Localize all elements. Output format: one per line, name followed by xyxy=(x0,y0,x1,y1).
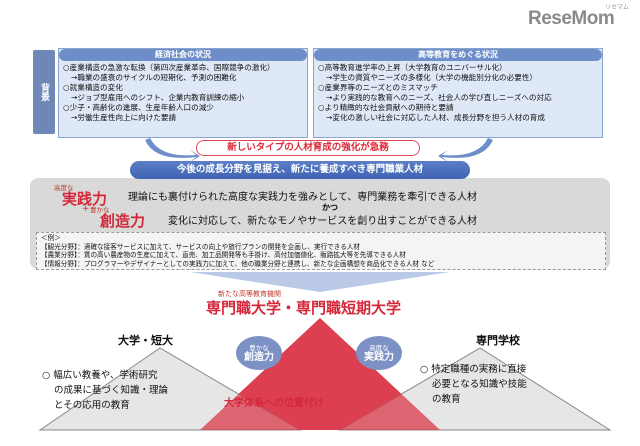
creative-oval: 豊かな創造力 xyxy=(236,336,282,370)
univ-line: とその応用の教育 xyxy=(54,400,130,411)
resemom-logo: ReseMom xyxy=(528,8,615,29)
ability-small-label: 高度な xyxy=(54,184,74,192)
economic-situation-panel: 経済社会の状況 ○産業構造の急激な転換（第四次産業革命、国際競争の激化）→職業の… xyxy=(58,48,308,138)
economic-list: ○産業構造の急激な転換（第四次産業革命、国際競争の激化）→職業の盛衰のサイクルの… xyxy=(59,63,307,123)
left-curve-arrow xyxy=(145,138,200,162)
right-curve-arrow xyxy=(438,138,493,162)
example-line: 【情報分野】：プログラマーやデザイナーとしての実践力に加えて、他の職業分野と連携… xyxy=(41,259,435,268)
list-item: ○産業構造の急激な転換（第四次産業革命、国際競争の激化）→職業の盛衰のサイクルの… xyxy=(63,63,275,82)
down-arrow xyxy=(190,272,450,292)
list-item: ○就業構造の変化→ジョブ型雇用へのシフト、企業内教育訓練の縮小 xyxy=(63,83,245,102)
ability-small-label: 豊かな xyxy=(90,206,110,214)
univ-title: 大学・短大 xyxy=(118,334,173,347)
senmon-description: ○ 特定職種の実務に直接 必要となる知識や技能 の教育 xyxy=(420,362,527,407)
ability-creative-text: 変化に対応して、新たなモノやサービスを創り出すことができる人材 xyxy=(168,216,477,227)
example-line: 【観光分野】：適確な接客サービスに加えて、サービスの向上や旅行プランの開発を企画… xyxy=(41,242,360,251)
practical-oval: 高度な実践力 xyxy=(356,336,402,370)
resemom-logo-sub: リセマム xyxy=(605,4,630,11)
higher-education-panel-title: 高等教育をめぐる状況 xyxy=(314,49,602,61)
list-item: ○産業界等のニーズとのミスマッチ→より実践的な教育へのニーズ、社会人の学び直しニ… xyxy=(318,83,552,102)
list-item: ○より精緻的な社会貢献への期待と要請→変化の激しい社会に対応した人材、成長分野を… xyxy=(318,103,545,122)
senmon-line: ○ 特定職種の実務に直接 xyxy=(420,364,527,375)
ability-practical: 実践力 xyxy=(62,190,108,208)
higher-education-panel: 高等教育をめぐる状況 ○高等教育進学率の上昇（大学教育のユニバーサル化）→学生の… xyxy=(313,48,603,138)
univ-line: ○ 幅広い教養や、学術研究 xyxy=(42,370,158,381)
examples-header: ＜例＞ xyxy=(41,234,61,242)
ability-practical-text: 理論にも裏付けられた高度な実践力を強みとして、専門業務を牽引できる人材 xyxy=(128,192,477,203)
kai-label: かつ xyxy=(322,203,338,212)
higher-education-list: ○高等教育進学率の上昇（大学教育のユニバーサル化）→学生の資質やニーズの多様化（… xyxy=(314,63,602,123)
ability-creative: 創造力 xyxy=(100,212,146,230)
background-label: 背景 xyxy=(33,50,55,134)
senmon-line: の教育 xyxy=(432,394,461,405)
economic-panel-title: 経済社会の状況 xyxy=(59,49,307,61)
examples-box: ＜例＞ 【観光分野】：適確な接客サービスに加えて、サービスの向上や旅行プランの開… xyxy=(36,232,606,270)
univ-description: ○ 幅広い教養や、学術研究 の成果に基づく知識・理論 とその応用の教育 xyxy=(42,368,168,413)
center-triangle-front xyxy=(200,318,440,430)
plus-sign: + xyxy=(82,204,90,214)
bottom-label: 大学体系への位置付け xyxy=(224,398,324,409)
senmon-line: 必要となる知識や技能 xyxy=(432,379,527,390)
example-line: 【農業分野】：質の高い農産物の生産に加えて、直売、加工品開発等も手掛け、高付加価… xyxy=(41,251,406,259)
red-banner: 新しいタイプの人材育成の強化が急務 xyxy=(196,140,420,156)
blue-bar: 今後の成長分野を見据え、新たに養成すべき専門職業人材 xyxy=(130,161,470,179)
list-item: ○少子・高齢化の進展、生産年齢人口の減少→労働生産性向上に向けた要請 xyxy=(63,103,214,122)
senmon-title: 専門学校 xyxy=(476,334,520,347)
univ-line: の成果に基づく知識・理論 xyxy=(54,385,169,396)
institution-title: 専門職大学・専門職短期大学 xyxy=(206,299,402,317)
list-item: ○高等教育進学率の上昇（大学教育のユニバーサル化）→学生の資質やニーズの多様化（… xyxy=(318,63,538,82)
institution-label: 新たな高等教育機関 xyxy=(218,290,281,298)
